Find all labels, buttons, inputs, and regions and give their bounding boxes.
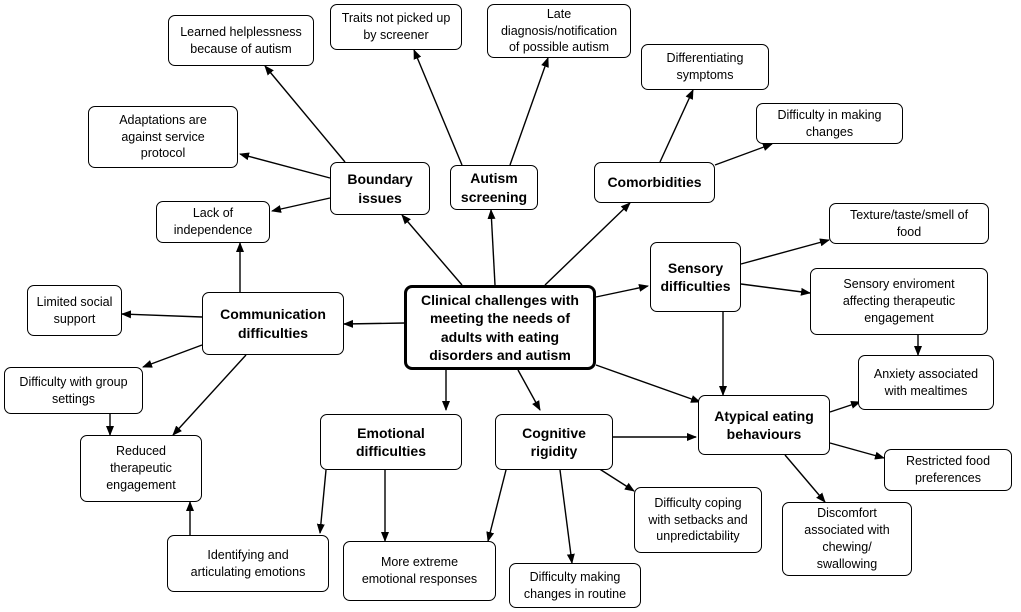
- hub-atypical-eating-behaviours: Atypical eating behaviours: [698, 395, 830, 455]
- node-difficulty-coping-setbacks: Difficulty coping with setbacks and unpr…: [634, 487, 762, 553]
- arrow-center-cognitive: [517, 369, 541, 411]
- node-more-extreme-responses: More extreme emotional responses: [343, 541, 496, 601]
- arrow-communication-group: [142, 344, 203, 368]
- arrow-communication-social: [121, 310, 203, 319]
- arrow-atypical-discomfort: [784, 454, 826, 503]
- arrow-screening-late: [509, 57, 549, 166]
- node-texture-taste-smell: Texture/taste/smell of food: [829, 203, 989, 244]
- node-identifying-emotions: Identifying and articulating emotions: [167, 535, 329, 592]
- node-difficulty-changes-routine: Difficulty making changes in routine: [509, 563, 641, 608]
- node-anxiety-mealtimes: Anxiety associated with mealtimes: [858, 355, 994, 410]
- arrow-screening-traits: [413, 49, 463, 166]
- arrow-sensory-env: [740, 283, 811, 296]
- arrow-center-communication: [343, 319, 406, 328]
- arrow-atypical-anxiety: [829, 401, 861, 413]
- node-difficulty-group-settings: Difficulty with group settings: [4, 367, 143, 414]
- node-difficulty-making-changes: Difficulty in making changes: [756, 103, 903, 144]
- hub-autism-screening: Autism screening: [450, 165, 538, 210]
- central-theme-box: Clinical challenges with meeting the nee…: [404, 285, 596, 370]
- arrow-center-sensory: [595, 283, 649, 298]
- hub-boundary-issues: Boundary issues: [330, 162, 430, 215]
- node-adaptations-protocol: Adaptations are against service protocol: [88, 106, 238, 168]
- node-differentiating-symptoms: Differentiating symptoms: [641, 44, 769, 90]
- arrow-boundary-adaptations: [239, 152, 331, 179]
- node-lack-of-independence: Lack of independence: [156, 201, 270, 243]
- node-sensory-environment: Sensory enviroment affecting therapeutic…: [810, 268, 988, 335]
- arrow-emotional-identifying: [316, 469, 327, 534]
- node-traits-not-picked-up: Traits not picked up by screener: [330, 4, 462, 50]
- arrow-center-screening: [487, 209, 496, 286]
- node-late-diagnosis: Late diagnosis/notification of possible …: [487, 4, 631, 58]
- node-restricted-food-preferences: Restricted food preferences: [884, 449, 1012, 491]
- arrow-cognitive-routine: [559, 469, 575, 564]
- arrow-center-atypical: [595, 364, 701, 403]
- arrow-center-boundary: [401, 214, 463, 286]
- node-discomfort-chewing: Discomfort associated with chewing/ swal…: [782, 502, 912, 576]
- hub-emotional-difficulties: Emotional difficulties: [320, 414, 462, 470]
- node-limited-social-support: Limited social support: [27, 285, 122, 336]
- arrow-communication-reduced: [172, 354, 247, 436]
- hub-communication-difficulties: Communication difficulties: [202, 292, 344, 355]
- arrow-cognitive-extreme: [486, 469, 507, 542]
- node-reduced-therapeutic-engagement: Reduced therapeutic engagement: [80, 435, 202, 502]
- arrow-sensory-texture: [740, 238, 830, 265]
- hub-sensory-difficulties: Sensory difficulties: [650, 242, 741, 312]
- arrow-center-comorbidities: [544, 202, 631, 286]
- hub-comorbidities: Comorbidities: [594, 162, 715, 203]
- arrow-boundary-learned: [264, 65, 346, 163]
- arrow-comorbidities-changes: [714, 143, 773, 166]
- arrow-cognitive-setbacks: [597, 467, 635, 492]
- node-learned-helplessness: Learned helplessness because of autism: [168, 15, 314, 66]
- arrow-comorbidities-differentiating: [659, 89, 694, 163]
- hub-cognitive-rigidity: Cognitive rigidity: [495, 414, 613, 470]
- arrow-boundary-independence: [271, 197, 331, 213]
- arrow-atypical-restricted: [829, 442, 885, 460]
